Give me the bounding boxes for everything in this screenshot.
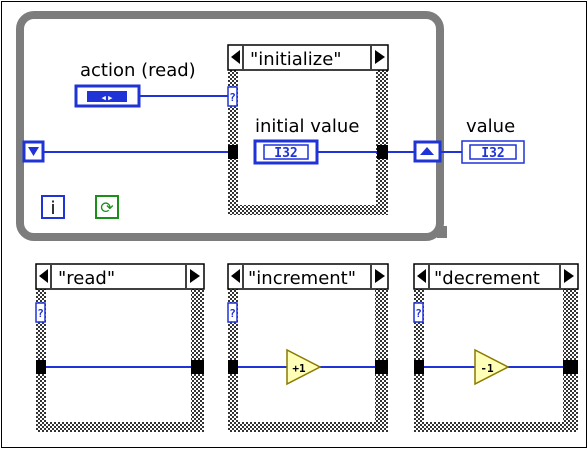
case-prev-arrow-icon[interactable] [417,269,426,283]
selector-question-icon: ? [37,307,44,320]
case-frame-decrement[interactable]: "decrement ? -1 [413,263,579,432]
selector-question-icon: ? [415,307,422,320]
case-selector-tunnel [227,86,238,107]
case-output-tunnel [191,360,204,374]
case-input-tunnel [228,145,238,159]
selector-question-icon: ? [229,307,236,320]
while-loop-corner-tab [437,226,447,238]
selector-question-icon: ? [229,91,236,104]
case-selector-tunnel [35,302,46,323]
case-input-tunnel [228,360,238,374]
case-prev-arrow-icon[interactable] [39,269,48,283]
case-selector-label: "initialize" [250,49,342,70]
case-next-arrow-icon[interactable] [375,269,385,283]
initial-value-label: initial value [255,116,359,137]
decrement-node-label: -1 [480,362,494,375]
case-frame-increment[interactable]: "increment" ? +1 [227,263,389,432]
down-arrow-icon [28,147,39,156]
case-frame-read[interactable]: "read" ? [35,263,205,432]
action-enum-control[interactable]: ◂▸ [74,84,141,108]
case-output-tunnel [377,145,388,159]
value-indicator-type: I32 [481,146,504,161]
case-next-arrow-icon[interactable] [375,50,385,64]
case-output-tunnel [375,360,388,374]
shift-register-right[interactable] [413,140,442,163]
case-next-arrow-icon[interactable] [564,269,574,283]
loop-condition-terminal[interactable]: ⟳ [95,195,119,219]
action-control-label: action (read) [80,60,196,81]
case-structure-initialize[interactable]: "initialize" ? initial value I32 [227,44,389,215]
shift-register-left[interactable] [22,140,45,163]
increment-node[interactable]: +1 [286,348,322,386]
case-selector-tunnel [227,302,238,323]
up-arrow-icon [420,147,434,155]
case-next-arrow-icon[interactable] [190,269,200,283]
initial-value-type: I32 [274,146,297,161]
case-input-tunnel [414,360,424,374]
iteration-icon: i [50,198,55,219]
increment-node-label: +1 [292,362,306,375]
decrement-node[interactable]: -1 [474,348,510,386]
loop-stop-icon: ⟳ [100,198,114,217]
case-prev-arrow-icon[interactable] [231,269,240,283]
while-loop[interactable] [16,11,447,241]
while-loop-border [16,11,444,241]
case-input-tunnel [36,360,46,374]
enum-arrows-icon: ◂▸ [100,91,113,104]
case-prev-arrow-icon[interactable] [231,50,240,64]
case-output-tunnel [563,360,578,374]
value-indicator-label: value [466,116,515,137]
case-selector-tunnel [413,302,424,323]
case-selector-label: "increment" [248,268,356,289]
case-selector-label: "decrement [434,268,540,289]
value-indicator[interactable]: I32 [461,140,525,164]
case-selector-label: "read" [58,268,115,289]
iteration-terminal[interactable]: i [41,195,65,219]
